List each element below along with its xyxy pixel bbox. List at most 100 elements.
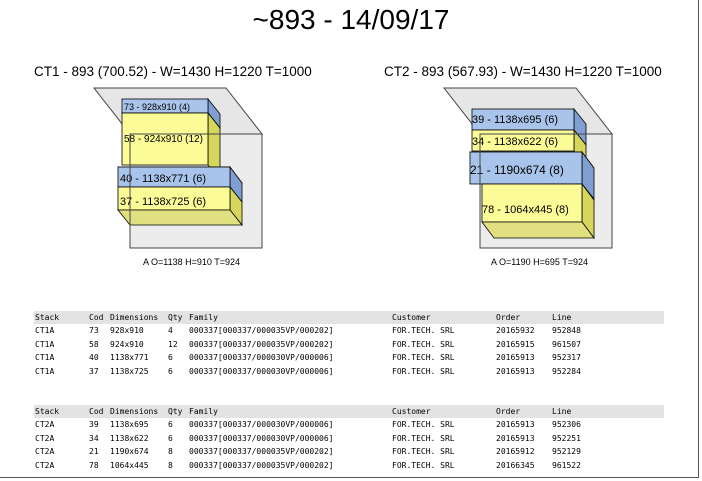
cell-cod: 34 — [89, 433, 99, 443]
cell-stack: CT1A — [35, 326, 55, 335]
header-cod: Cod — [89, 407, 104, 416]
header-qty: Qty — [168, 407, 183, 416]
cell-dimensions: 1138x771 — [110, 353, 149, 362]
cell-cod: 21 — [89, 447, 99, 456]
box-21: 21 - 1190x674 (8) — [469, 150, 595, 201]
cell-line: 961507 — [552, 339, 581, 349]
cell-stack: CT1A — [35, 366, 55, 376]
stack-table-1: Stack Cod Dimensions Qty Family Customer… — [34, 311, 664, 378]
cell-line: 952251 — [552, 433, 581, 443]
cell-cod: 40 — [89, 353, 99, 362]
cell-customer: FOR.TECH. SRL — [392, 326, 455, 335]
box-label: 73 - 928x910 (4) — [124, 102, 190, 112]
cell-family: 000337[000337/000030VP/000006] — [189, 366, 334, 376]
cell-cod: 39 — [89, 420, 99, 429]
header-stack: Stack — [35, 313, 60, 322]
container-2-diagram: 39 - 1138x695 (6) 34 - 1138x622 (6) 21 -… — [442, 87, 614, 249]
container-1-diagram: 73 - 928x910 (4) 58 - 924x910 (12) 40 - … — [92, 87, 264, 249]
cell-customer: FOR.TECH. SRL — [392, 447, 455, 456]
cell-order: 20165913 — [496, 433, 535, 443]
cell-order: 20165913 — [496, 366, 535, 376]
cell-qty: 12 — [168, 339, 178, 349]
header-dimensions: Dimensions — [110, 407, 159, 416]
box-label: 58 - 924x910 (12) — [124, 134, 203, 145]
header-dimensions: Dimensions — [110, 313, 159, 322]
cell-dimensions: 928x910 — [110, 326, 144, 335]
box-label: 34 - 1138x622 (6) — [472, 136, 558, 148]
table-header: Stack Cod Dimensions Qty Family Customer… — [34, 311, 664, 324]
header-cod: Cod — [89, 313, 104, 322]
cell-line: 952129 — [552, 447, 581, 456]
header-order: Order — [496, 313, 521, 322]
cell-line: 952317 — [552, 353, 581, 362]
cell-qty: 8 — [168, 460, 173, 470]
header-customer: Customer — [392, 407, 431, 416]
container-2-caption: A O=1190 H=695 T=924 — [491, 257, 588, 267]
table-header: Stack Cod Dimensions Qty Family Customer… — [34, 405, 664, 418]
cell-customer: FOR.TECH. SRL — [392, 366, 455, 376]
cell-dimensions: 924x910 — [110, 339, 144, 349]
cell-dimensions: 1190x674 — [110, 447, 149, 456]
cell-line: 952848 — [552, 326, 581, 335]
header-order: Order — [496, 407, 521, 416]
table-row: CT2A 21 1190x674 8 000337[000337/000035V… — [34, 445, 664, 459]
cell-dimensions: 1064x445 — [110, 460, 149, 470]
table-row: CT1A 37 1138x725 6 000337[000337/000030V… — [34, 365, 664, 379]
cell-cod: 58 — [89, 339, 99, 349]
box-37: 37 - 1138x725 (6) — [117, 185, 243, 227]
cell-dimensions: 1138x725 — [110, 366, 149, 376]
cell-order: 20165913 — [496, 353, 535, 362]
cell-family: 000337[000337/000035VP/000202] — [189, 447, 334, 456]
cell-qty: 6 — [168, 433, 173, 443]
cell-cod: 73 — [89, 326, 99, 335]
header-family: Family — [189, 407, 218, 416]
cell-stack: CT1A — [35, 339, 55, 349]
cell-qty: 6 — [168, 420, 173, 429]
table-row: CT2A 34 1138x622 6 000337[000337/000030V… — [34, 432, 664, 446]
cell-stack: CT2A — [35, 420, 55, 429]
box-label: 40 - 1138x771 (6) — [120, 173, 206, 185]
table-row: CT1A 73 928x910 4 000337[000337/000035VP… — [34, 324, 664, 338]
cell-stack: CT1A — [35, 353, 55, 362]
cell-family: 000337[000337/000035VP/000202] — [189, 460, 334, 470]
header-qty: Qty — [168, 313, 183, 322]
cell-stack: CT2A — [35, 460, 55, 470]
cell-order: 20165915 — [496, 339, 535, 349]
cell-family: 000337[000337/000030VP/000006] — [189, 433, 334, 443]
table-row: CT2A 39 1138x695 6 000337[000337/000030V… — [34, 418, 664, 432]
cell-qty: 8 — [168, 447, 173, 456]
box-label: 21 - 1190x674 (8) — [470, 163, 564, 177]
cell-stack: CT2A — [35, 447, 55, 456]
cell-family: 000337[000337/000030VP/000006] — [189, 420, 334, 429]
box-58: 58 - 924x910 (12) — [121, 111, 221, 182]
cell-customer: FOR.TECH. SRL — [392, 353, 455, 362]
cell-order: 20165913 — [496, 420, 535, 429]
cell-stack: CT2A — [35, 433, 55, 443]
table-row: CT1A 58 924x910 12 000337[000337/000035V… — [34, 338, 664, 352]
box-label: 78 - 1064x445 (8) — [482, 204, 569, 216]
header-customer: Customer — [392, 313, 431, 322]
cell-order: 20165932 — [496, 326, 535, 335]
cell-order: 20166345 — [496, 460, 535, 470]
box-78: 78 - 1064x445 (8) — [481, 182, 595, 240]
box-label: 37 - 1138x725 (6) — [120, 196, 206, 208]
cell-family: 000337[000337/000030VP/000006] — [189, 353, 334, 362]
stack-table-2: Stack Cod Dimensions Qty Family Customer… — [34, 405, 664, 472]
container-front-outline — [479, 133, 613, 249]
cell-line: 952306 — [552, 420, 581, 429]
cell-customer: FOR.TECH. SRL — [392, 433, 455, 443]
box-34: 34 - 1138x622 (6) — [471, 128, 587, 168]
table-row: CT2A 78 1064x445 8 000337[000337/000035V… — [34, 459, 664, 473]
container-1-title: CT1 - 893 (700.52) - W=1430 H=1220 T=100… — [34, 64, 312, 79]
table-row: CT1A 40 1138x771 6 000337[000337/000030V… — [34, 351, 664, 365]
cell-dimensions: 1138x695 — [110, 420, 149, 429]
header-stack: Stack — [35, 407, 60, 416]
cell-qty: 6 — [168, 366, 173, 376]
cell-order: 20165912 — [496, 447, 535, 456]
cell-line: 961522 — [552, 460, 581, 470]
cell-qty: 6 — [168, 353, 173, 362]
cell-family: 000337[000337/000035VP/000202] — [189, 326, 334, 335]
cell-customer: FOR.TECH. SRL — [392, 339, 455, 349]
header-family: Family — [189, 313, 218, 322]
